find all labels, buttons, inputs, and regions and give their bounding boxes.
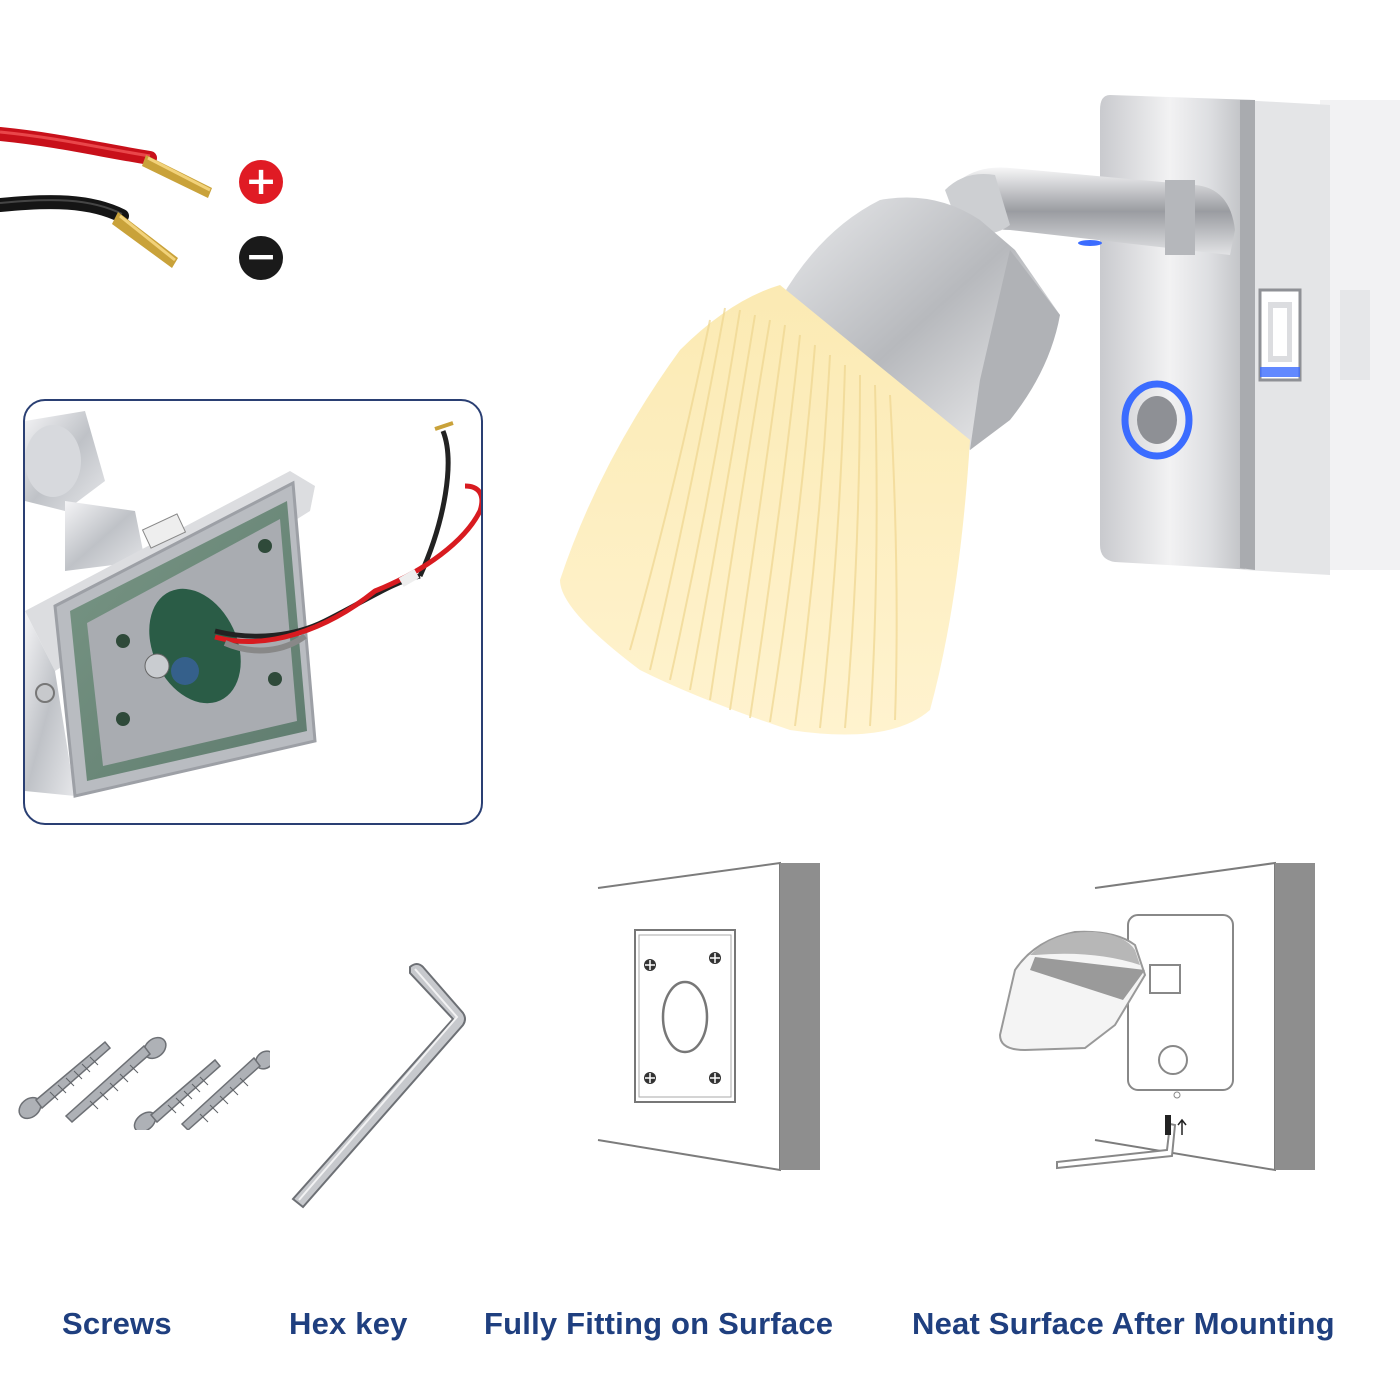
- fitting-label: Fully Fitting on Surface: [484, 1306, 834, 1341]
- negative-icon: −: [239, 236, 283, 280]
- led-reading-lamp-image: [560, 95, 1400, 735]
- lamp-back-wiring-image: [25, 411, 481, 798]
- screws-image: [18, 1036, 270, 1130]
- mounting-diagram: [998, 861, 1315, 1172]
- positive-icon: +: [239, 160, 283, 204]
- wiring-detail-inset: [23, 399, 483, 825]
- hex-key-image: [291, 963, 466, 1209]
- power-wires: [0, 127, 212, 268]
- screws-label: Screws: [62, 1306, 172, 1341]
- hex-key-label: Hex key: [289, 1306, 408, 1341]
- neat-surface-label: Neat Surface After Mounting: [912, 1306, 1335, 1341]
- fitting-diagram: [597, 861, 820, 1172]
